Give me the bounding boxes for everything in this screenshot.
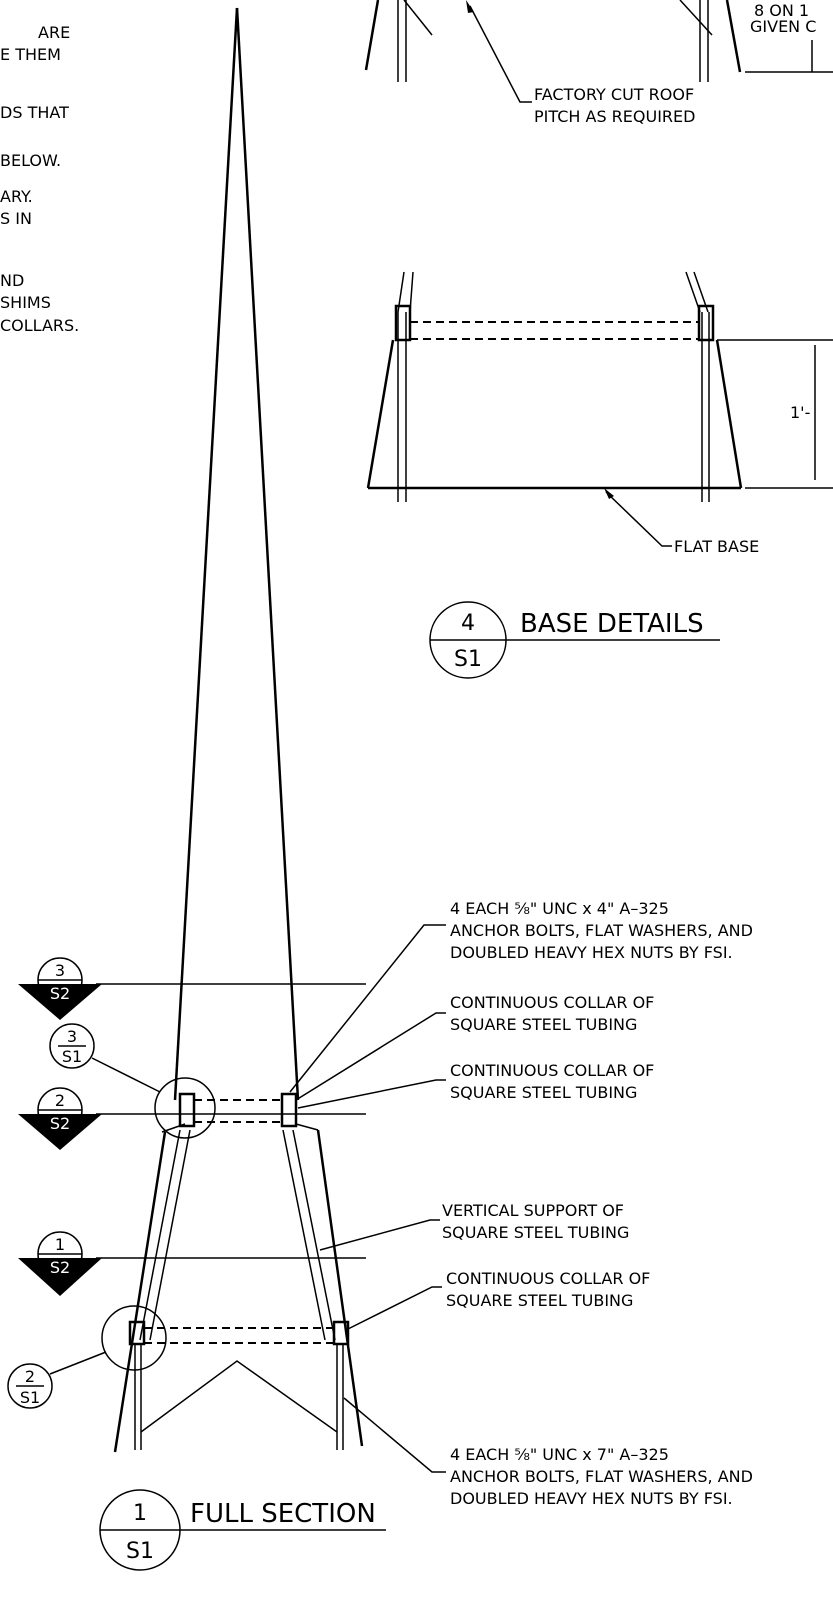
callout-line: ANCHOR BOLTS, FLAT WASHERS, AND bbox=[450, 921, 753, 940]
marker-number: 2 bbox=[55, 1091, 65, 1110]
note-line: BELOW. bbox=[0, 151, 61, 170]
callout-line: CONTINUOUS COLLAR OF bbox=[450, 1061, 654, 1080]
roof-pitch-detail: 8 ON 1 GIVEN C FACTORY CUT ROOF PITCH AS… bbox=[364, 0, 833, 126]
note-line: COLLARS. bbox=[0, 316, 79, 335]
note-line: GIVEN C bbox=[750, 17, 816, 36]
callout-anchor-top: 4 EACH ⅝" UNC x 4" A–325 ANCHOR BOLTS, F… bbox=[289, 899, 753, 1093]
marker-sheet: S2 bbox=[50, 984, 70, 1003]
callout-line: DOUBLED HEAVY HEX NUTS BY FSI. bbox=[450, 1489, 733, 1508]
callout-line: ANCHOR BOLTS, FLAT WASHERS, AND bbox=[450, 1467, 753, 1486]
callout-collar-3: CONTINUOUS COLLAR OF SQUARE STEEL TUBING bbox=[345, 1269, 650, 1331]
note-line: ARE bbox=[38, 23, 70, 42]
detail-title: BASE DETAILS bbox=[520, 609, 704, 639]
detail-marker-2: 2 S1 bbox=[7, 1351, 107, 1409]
callout-collar-2: CONTINUOUS COLLAR OF SQUARE STEEL TUBING bbox=[297, 1061, 654, 1109]
note-line: S IN bbox=[0, 209, 32, 228]
callout-line: CONTINUOUS COLLAR OF bbox=[450, 993, 654, 1012]
note-line: SHIMS bbox=[0, 293, 51, 312]
callout-line: 4 EACH ⅝" UNC x 4" A–325 bbox=[450, 899, 669, 918]
callout-line: SQUARE STEEL TUBING bbox=[442, 1223, 629, 1242]
marker-sheet: S1 bbox=[62, 1047, 82, 1066]
detail-title: FULL SECTION bbox=[190, 1499, 376, 1529]
detail-title-1: 1 S1 FULL SECTION bbox=[99, 1489, 386, 1571]
callout-line: SQUARE STEEL TUBING bbox=[446, 1291, 633, 1310]
section-marker-3: 3 S2 bbox=[18, 957, 102, 1020]
detail-marker-3: 3 S1 bbox=[49, 1023, 161, 1093]
marker-number: 3 bbox=[67, 1027, 77, 1046]
detail-number: 4 bbox=[461, 611, 475, 636]
marker-sheet: S2 bbox=[50, 1114, 70, 1133]
general-notes: ARE E THEM DS THAT BELOW. ARY. S IN ND S… bbox=[0, 23, 79, 335]
note-line: 8 ON 1 bbox=[754, 1, 809, 20]
note-line: E THEM bbox=[0, 45, 61, 64]
full-section-drawing bbox=[96, 7, 366, 1453]
roof-note-line: FACTORY CUT ROOF bbox=[534, 85, 694, 104]
callout-line: CONTINUOUS COLLAR OF bbox=[446, 1269, 650, 1288]
marker-sheet: S1 bbox=[20, 1388, 40, 1407]
dimension-label: 1'- bbox=[790, 403, 810, 422]
roof-note-line: PITCH AS REQUIRED bbox=[534, 107, 695, 126]
callout-line: SQUARE STEEL TUBING bbox=[450, 1083, 637, 1102]
detail-title-4: 4 S1 BASE DETAILS bbox=[429, 601, 720, 679]
callout-line: VERTICAL SUPPORT OF bbox=[442, 1201, 624, 1220]
marker-number: 2 bbox=[25, 1367, 35, 1386]
note-line: DS THAT bbox=[0, 103, 69, 122]
callout-line: 4 EACH ⅝" UNC x 7" A–325 bbox=[450, 1445, 669, 1464]
callout-collar-1: CONTINUOUS COLLAR OF SQUARE STEEL TUBING bbox=[295, 993, 654, 1101]
note-line: ARY. bbox=[0, 187, 33, 206]
detail-number: 1 bbox=[133, 1501, 147, 1526]
base-detail-drawing: 1'- FLAT BASE bbox=[366, 271, 833, 556]
marker-number: 3 bbox=[55, 961, 65, 980]
flat-base-label: FLAT BASE bbox=[674, 537, 759, 556]
callout-vertical: VERTICAL SUPPORT OF SQUARE STEEL TUBING bbox=[319, 1201, 629, 1251]
detail-sheet: S1 bbox=[454, 647, 482, 672]
section-marker-2: 2 S2 bbox=[18, 1087, 102, 1150]
detail-sheet: S1 bbox=[126, 1539, 154, 1564]
note-line: ND bbox=[0, 271, 24, 290]
callout-anchor-bottom: 4 EACH ⅝" UNC x 7" A–325 ANCHOR BOLTS, F… bbox=[343, 1397, 753, 1508]
callout-line: DOUBLED HEAVY HEX NUTS BY FSI. bbox=[450, 943, 733, 962]
section-marker-1: 1 S2 bbox=[18, 1231, 102, 1296]
marker-number: 1 bbox=[55, 1235, 65, 1254]
callout-line: SQUARE STEEL TUBING bbox=[450, 1015, 637, 1034]
marker-sheet: S2 bbox=[50, 1258, 70, 1277]
